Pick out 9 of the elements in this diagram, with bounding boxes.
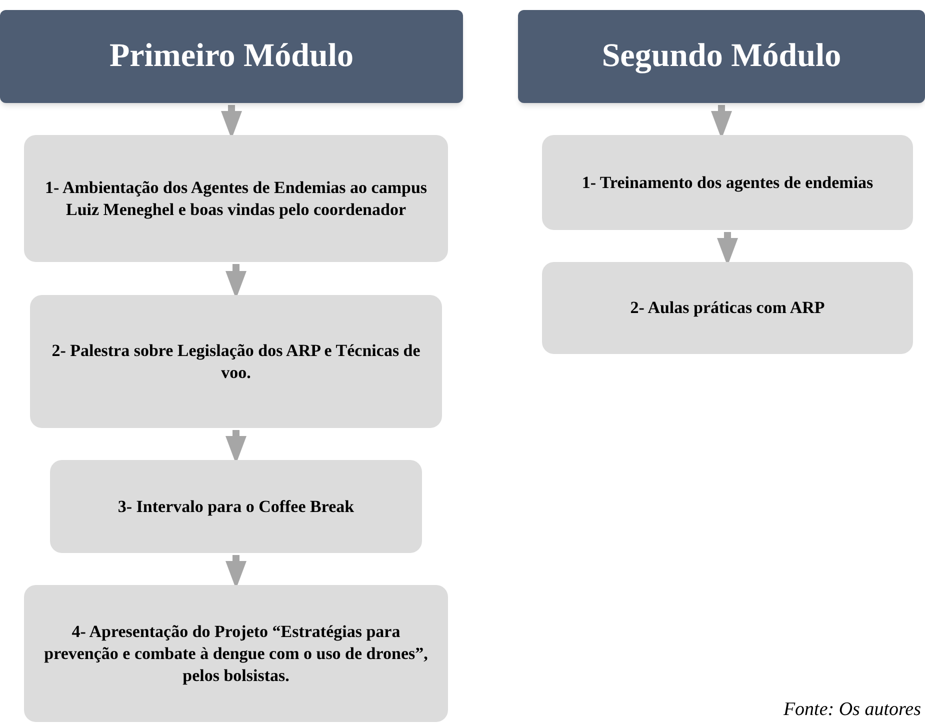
step-box: 3- Intervalo para o Coffee Break <box>50 460 422 553</box>
step-box: 4- Apresentação do Projeto “Estratégias para prevenção e combate à dengue com o uso de drones”, pelos bolsistas. <box>24 585 448 722</box>
step-box: 2- Aulas práticas com ARP <box>542 262 913 354</box>
source-note: Fonte: Os autores <box>783 698 921 722</box>
step-box: 2- Palestra sobre Legislação dos ARP e Técnicas de voo. <box>30 295 442 428</box>
module-header: Segundo Módulo <box>518 10 925 103</box>
step-box: 1- Ambientação dos Agentes de Endemias ao campus Luiz Meneghel e boas vindas pelo coordenador <box>24 135 448 262</box>
module-header: Primeiro Módulo <box>0 10 463 103</box>
step-box: 1- Treinamento dos agentes de endemias <box>542 135 913 230</box>
